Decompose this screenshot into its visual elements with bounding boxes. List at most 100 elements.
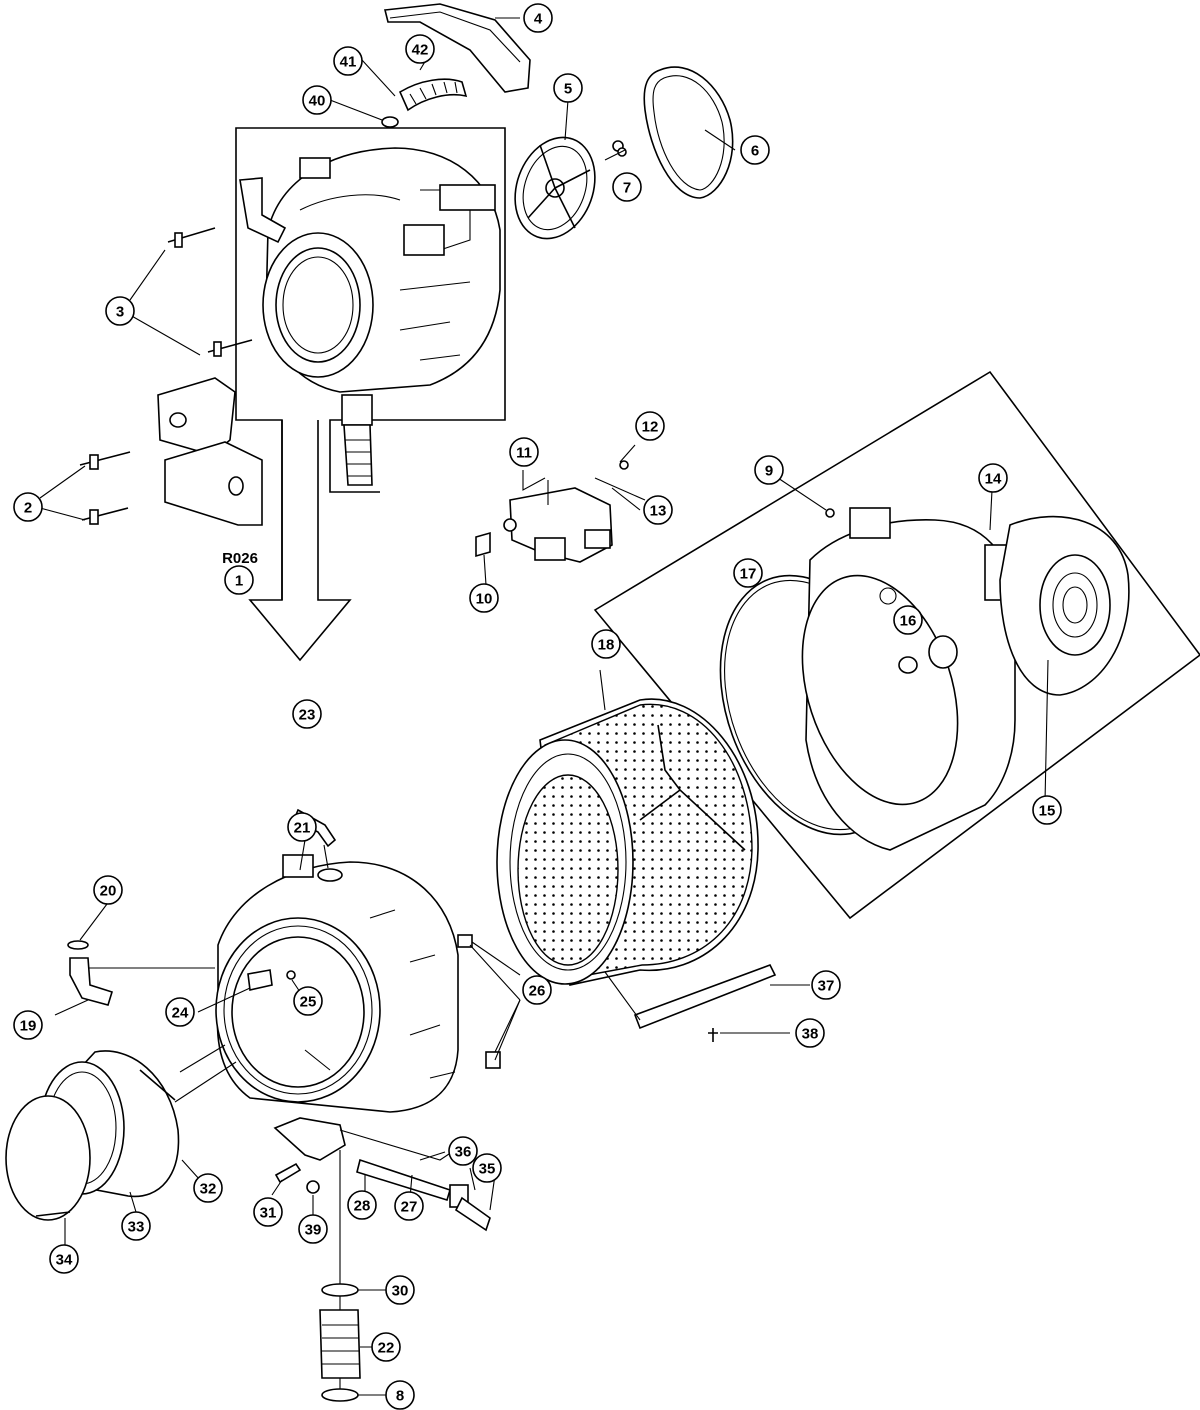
callout-circle-16	[893, 605, 923, 635]
callout-circle-19	[13, 1010, 43, 1040]
callout-label-31: 31	[260, 1205, 277, 1222]
callout-circle-36	[448, 1136, 478, 1166]
callout-label-30: 30	[392, 1283, 409, 1300]
callout-circle-3	[105, 296, 135, 326]
callout-label-24: 24	[172, 1005, 189, 1022]
callout-circle-4	[523, 3, 553, 33]
callout-label-40: 40	[309, 93, 326, 110]
callout-label-42: 42	[412, 42, 429, 59]
callout-label-7: 7	[623, 180, 631, 197]
callout-label-14: 14	[985, 471, 1002, 488]
callout-circle-42	[405, 34, 435, 64]
callout-circle-2	[13, 492, 43, 522]
callout-label-21: 21	[294, 820, 311, 837]
front-tub	[215, 854, 521, 1161]
callout-label-32: 32	[200, 1181, 217, 1198]
callout-circle-27	[394, 1191, 424, 1221]
callout-label-1: 1	[235, 573, 243, 590]
pulley-bolt	[612, 140, 627, 157]
callout-circle-18	[591, 629, 621, 659]
callout-label-2: 2	[24, 500, 32, 517]
callout-label-34: 34	[56, 1252, 73, 1269]
callout-circle-13	[643, 495, 673, 525]
callout-label-10: 10	[476, 591, 493, 608]
callout-label-16: 16	[900, 613, 917, 630]
drive-belt	[643, 66, 734, 199]
callout-label-35: 35	[479, 1161, 496, 1178]
callout-circle-41	[333, 46, 363, 76]
top-cover	[384, 3, 531, 93]
callout-label-33: 33	[128, 1219, 145, 1236]
callout-circle-30	[385, 1275, 415, 1305]
drain-clamp-bottom	[321, 1388, 359, 1402]
callout-circle-6	[740, 135, 770, 165]
callout-circle-22	[371, 1332, 401, 1362]
callout-circle-33	[121, 1211, 151, 1241]
callout-circle-20	[93, 875, 123, 905]
sump-pin	[274, 1162, 302, 1184]
callout-circle-24	[165, 997, 195, 1027]
callout-circle-21	[287, 812, 317, 842]
front-tub-group	[593, 370, 1200, 920]
callout-label-18: 18	[598, 637, 615, 654]
callout-circle-31	[253, 1197, 283, 1227]
reference-code: R026	[222, 550, 258, 567]
sump-nut	[306, 1180, 320, 1194]
callout-label-39: 39	[305, 1222, 322, 1239]
callout-label-13: 13	[650, 503, 667, 520]
callout-label-4: 4	[534, 11, 543, 28]
callout-circle-37	[811, 970, 841, 1000]
callout-label-19: 19	[20, 1018, 37, 1035]
top-elbow	[239, 177, 287, 244]
vent-hose	[398, 78, 468, 112]
valve-assembly	[475, 444, 646, 586]
callout-circle-8	[385, 1380, 415, 1410]
callout-circle-10	[469, 583, 499, 613]
callout-circle-23	[292, 699, 322, 729]
callout-label-5: 5	[564, 81, 572, 98]
callout-circle-11	[509, 437, 539, 467]
callout-circle-26	[522, 975, 552, 1005]
callout-label-17: 17	[740, 566, 757, 583]
callout-label-27: 27	[401, 1199, 418, 1216]
callout-circle-14	[978, 463, 1008, 493]
callout-circle-38	[795, 1018, 825, 1048]
callout-label-9: 9	[765, 463, 773, 480]
drum-baffle	[633, 964, 777, 1030]
callout-circle-35	[472, 1153, 502, 1183]
callout-label-25: 25	[300, 994, 317, 1011]
callout-circle-32	[193, 1173, 223, 1203]
sump-hoses	[356, 1158, 496, 1232]
drain-bellows-lower	[319, 1309, 361, 1379]
callout-circle-15	[1032, 795, 1062, 825]
callout-label-26: 26	[529, 983, 546, 1000]
callout-label-15: 15	[1039, 803, 1056, 820]
callout-label-28: 28	[354, 1198, 371, 1215]
callout-label-8: 8	[396, 1388, 404, 1405]
soap-elbow	[54, 940, 215, 1016]
callout-label-3: 3	[116, 304, 124, 321]
inner-drum	[496, 669, 810, 1042]
counterweight-bolts	[79, 451, 131, 525]
callout-circle-1	[224, 565, 254, 595]
callout-label-22: 22	[378, 1340, 395, 1357]
tub-bolts	[167, 227, 253, 357]
callout-label-11: 11	[516, 445, 532, 462]
drain-bellows	[341, 394, 373, 486]
callout-circle-40	[302, 85, 332, 115]
callout-label-12: 12	[642, 419, 659, 436]
callout-circle-9	[754, 455, 784, 485]
callout-circle-12	[635, 411, 665, 441]
drum-pulley	[514, 136, 596, 240]
rear-tub-shell	[262, 147, 501, 393]
callout-label-41: 41	[340, 54, 357, 71]
callout-circle-5	[553, 73, 583, 103]
callout-circle-17	[733, 558, 763, 588]
callout-label-38: 38	[802, 1026, 819, 1043]
drain-clamp-top	[321, 1283, 359, 1297]
callout-circle-7	[612, 172, 642, 202]
rear-tub-assembly-group	[39, 3, 736, 662]
callout-label-20: 20	[100, 883, 117, 900]
callout-label-23: 23	[299, 707, 316, 724]
